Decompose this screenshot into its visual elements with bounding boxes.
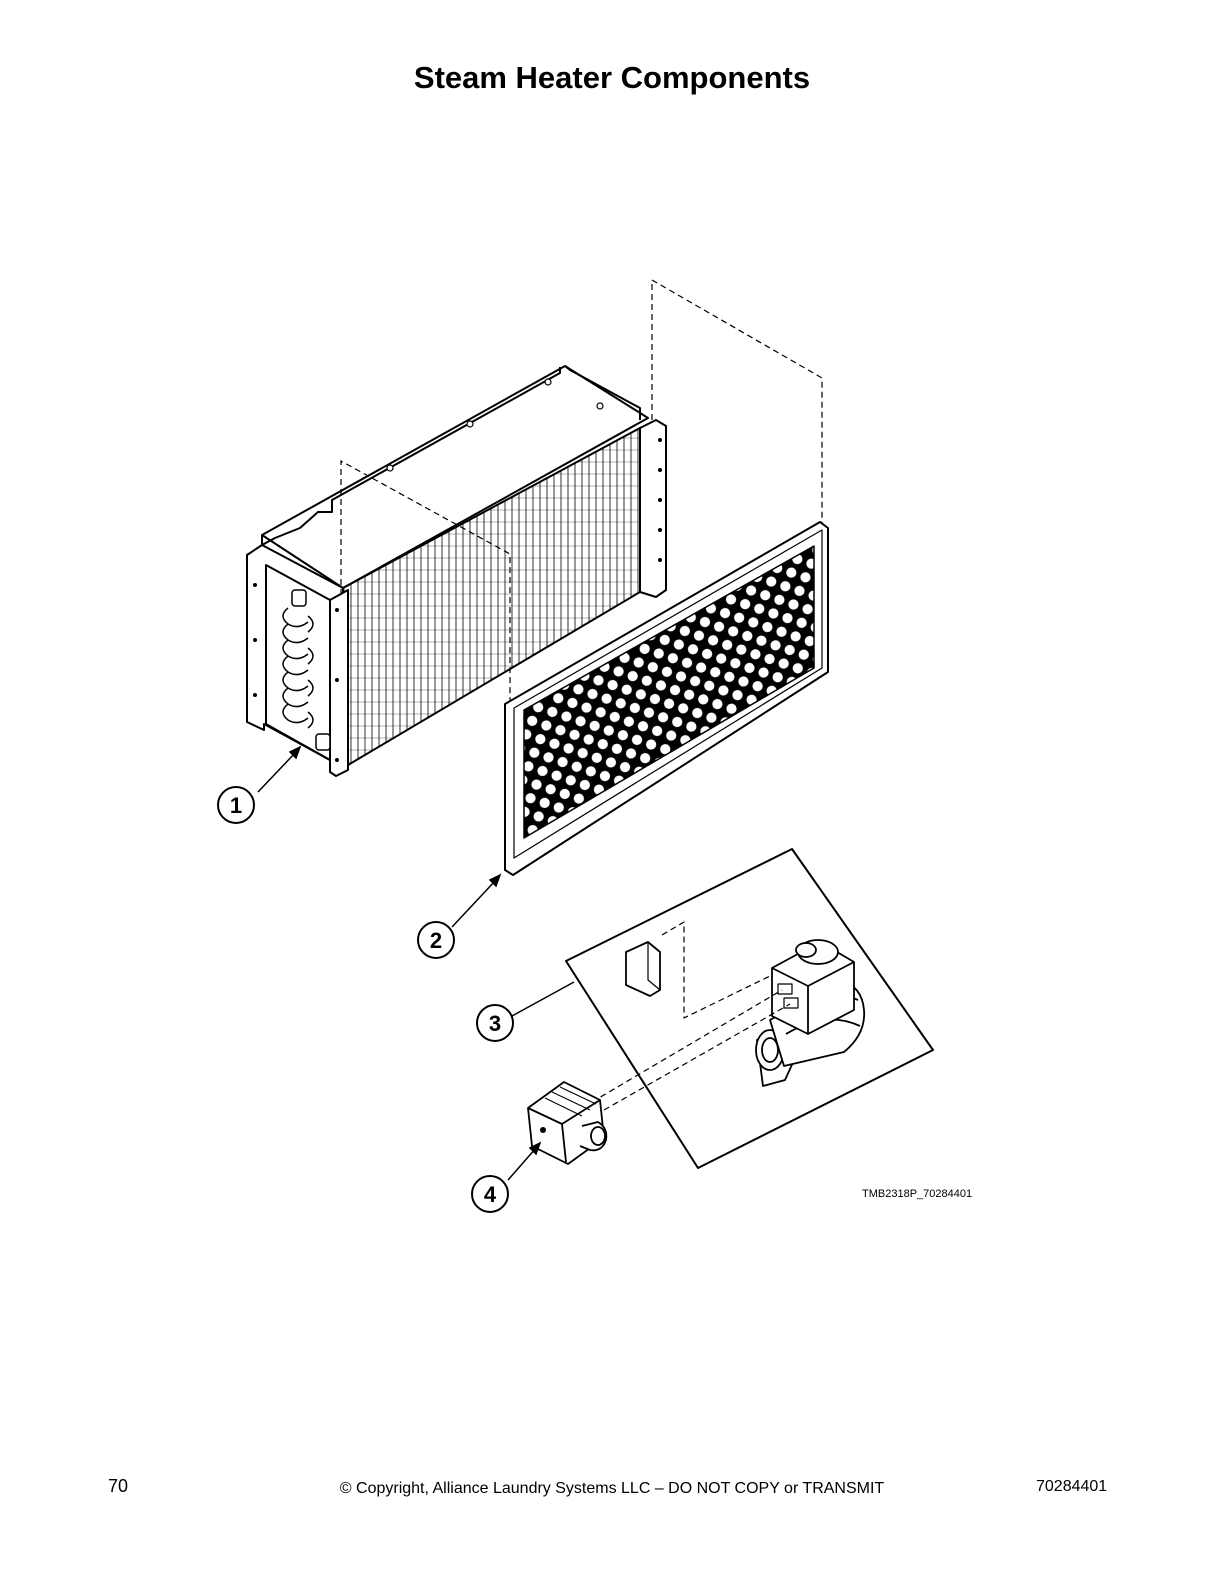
heater-coil-bends <box>282 607 314 729</box>
document-number: 70284401 <box>1036 1478 1108 1495</box>
heater-right-flange <box>639 419 667 598</box>
heater-outlet-fitting <box>315 733 331 751</box>
valve-body <box>755 939 866 1087</box>
svg-text:1: 1 <box>230 793 242 818</box>
svg-text:4: 4 <box>484 1182 497 1207</box>
figure-code: TMB2318P_70284401 <box>862 1188 972 1200</box>
valve-coil-connector-part <box>527 1081 608 1165</box>
heater-coil-part <box>246 365 667 777</box>
alignment-lines <box>340 278 823 700</box>
heater-left-flange <box>329 589 349 777</box>
heater-top-flange <box>261 367 561 546</box>
callout-2: 2 <box>417 921 455 959</box>
page-number: 70 <box>108 1476 129 1496</box>
callout-3: 3 <box>476 1004 514 1042</box>
heater-top-panel <box>261 365 649 589</box>
svg-text:3: 3 <box>489 1011 501 1036</box>
callout-leaders <box>257 745 542 1181</box>
valve-cap <box>625 941 661 997</box>
svg-text:2: 2 <box>430 928 442 953</box>
heater-inlet-fitting <box>291 589 307 607</box>
page-title: Steam Heater Components <box>413 60 811 95</box>
callout-4: 4 <box>471 1175 509 1213</box>
callout-1: 1 <box>217 786 255 824</box>
copyright-notice: © Copyright, Alliance Laundry Systems LL… <box>339 1480 885 1497</box>
